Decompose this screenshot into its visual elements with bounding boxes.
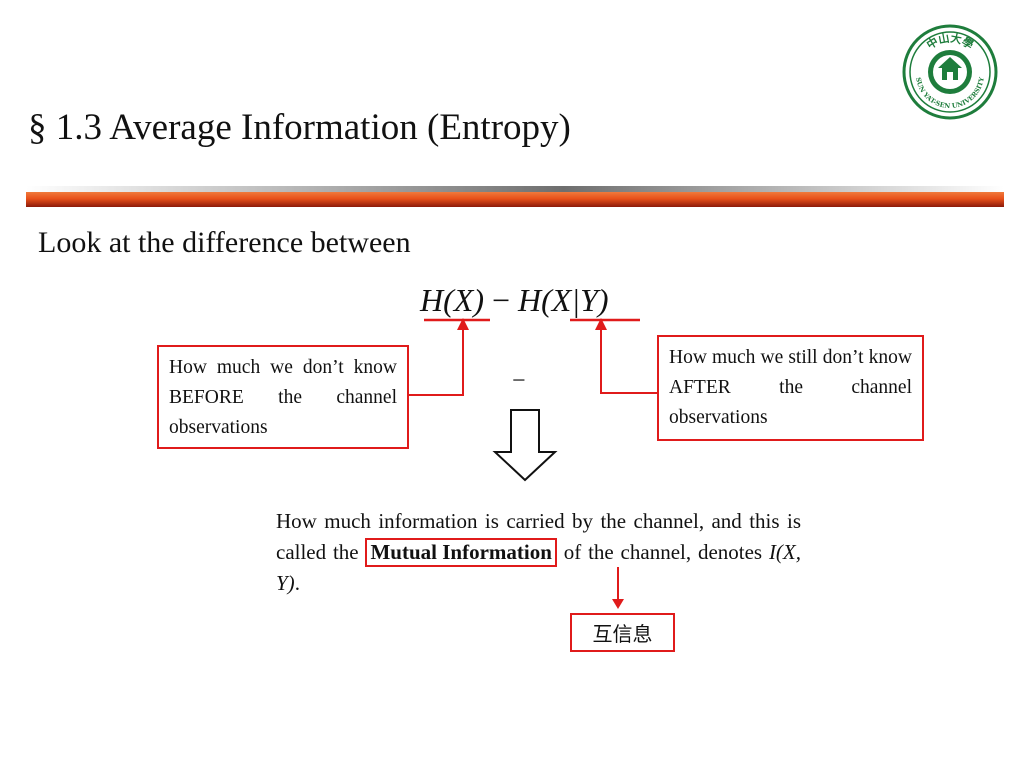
after-observation-note: How much we still don’t know AFTER the c… — [657, 335, 924, 441]
equation-operator: − — [483, 282, 519, 318]
paragraph-part3: . — [294, 571, 300, 595]
mutual-information-paragraph: How much information is carried by the c… — [276, 506, 801, 599]
equation-left-term: H(X) — [420, 282, 484, 318]
small-minus-sign: − — [512, 368, 526, 394]
left-arrowhead — [457, 318, 469, 330]
slide-title: § 1.3 Average Information (Entropy) — [28, 107, 571, 148]
before-observation-note: How much we don’t know BEFORE the channe… — [157, 345, 409, 449]
university-emblem-icon: 中山大學 SUN YAT-SEN UNIVERSITY — [902, 24, 998, 120]
mutual-information-highlight: Mutual Information — [365, 538, 557, 567]
mutual-information-symbol: I(X, Y) — [276, 540, 802, 595]
paragraph-part2: of the channel, denotes — [556, 540, 769, 564]
down-arrow-icon — [492, 409, 558, 482]
chinese-mutual-information-label: 互信息 — [570, 613, 675, 652]
entropy-difference-equation: H(X) − H(X|Y) — [420, 280, 609, 320]
left-connector-line — [409, 322, 464, 396]
right-arrowhead — [595, 318, 607, 330]
mi-to-label-arrowhead — [612, 599, 624, 609]
right-connector-line — [600, 322, 657, 394]
equation-right-term: H(X|Y) — [518, 282, 609, 318]
paragraph-part1: How much information is carried by the c… — [276, 509, 801, 564]
title-divider-bar — [26, 186, 1004, 207]
intro-text: Look at the difference between — [38, 226, 411, 259]
